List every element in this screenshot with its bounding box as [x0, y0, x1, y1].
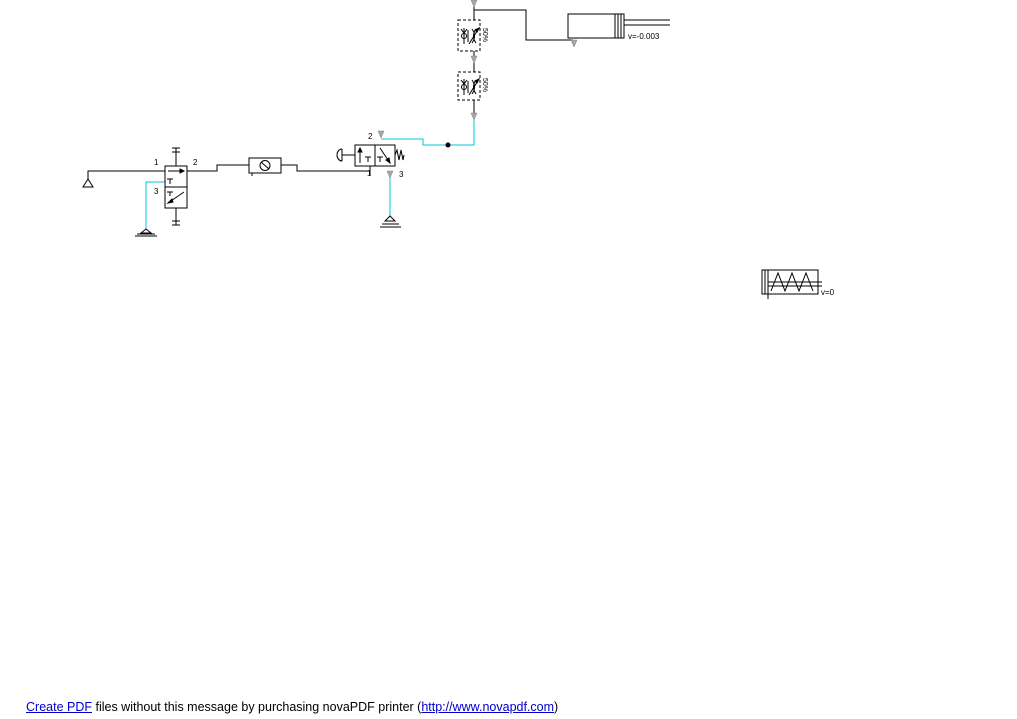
- valve-port-1-label: 1: [367, 169, 372, 178]
- footer-middle-text: files without this message by purchasing…: [92, 700, 422, 714]
- shutoff-valve[interactable]: [164, 147, 188, 226]
- flow-control-valve-2[interactable]: [457, 71, 481, 101]
- valve-port-2-label: 2: [368, 132, 373, 141]
- cylinder-2-velocity: v=0: [821, 288, 835, 297]
- flow-valve-1-setting: 50%: [481, 28, 488, 42]
- pushbutton-valve[interactable]: [336, 144, 405, 175]
- pressure-source-icon[interactable]: [82, 178, 94, 188]
- port-markers: [377, 0, 578, 179]
- shutoff-port-1-label: 1: [154, 158, 159, 167]
- pipe-exhaust-cyan: [145, 118, 475, 229]
- port-marker: [570, 39, 578, 48]
- service-unit-icon[interactable]: [248, 157, 282, 176]
- novapdf-footer-message: Create PDF files without this message by…: [26, 700, 558, 714]
- footer-end-text: ): [554, 700, 559, 714]
- port-marker: [386, 170, 394, 179]
- port-marker: [470, 112, 478, 121]
- port-marker: [377, 130, 385, 139]
- valve-port-3-label: 3: [399, 170, 404, 179]
- flow-valve-2-setting: 50%: [481, 78, 488, 92]
- port-marker: [470, 0, 478, 8]
- shutoff-port-3-label: 3: [154, 187, 159, 196]
- cylinder-1-velocity: v=-0.003: [628, 32, 660, 41]
- flow-control-valve-1[interactable]: [457, 19, 481, 52]
- silencer-icon: [135, 228, 157, 237]
- shutoff-port-2-label: 2: [193, 158, 198, 167]
- pipe-supply-line: [87, 164, 370, 179]
- junction-dot: [445, 142, 451, 148]
- create-pdf-link[interactable]: Create PDF: [26, 700, 92, 714]
- cylinder-1[interactable]: [567, 13, 670, 39]
- pipe-to-cylinder: [473, 2, 573, 118]
- novapdf-url-link[interactable]: http://www.novapdf.com: [421, 700, 555, 714]
- cylinder-2[interactable]: [761, 269, 822, 299]
- port-marker: [470, 55, 478, 64]
- silencer-icon: [380, 215, 401, 228]
